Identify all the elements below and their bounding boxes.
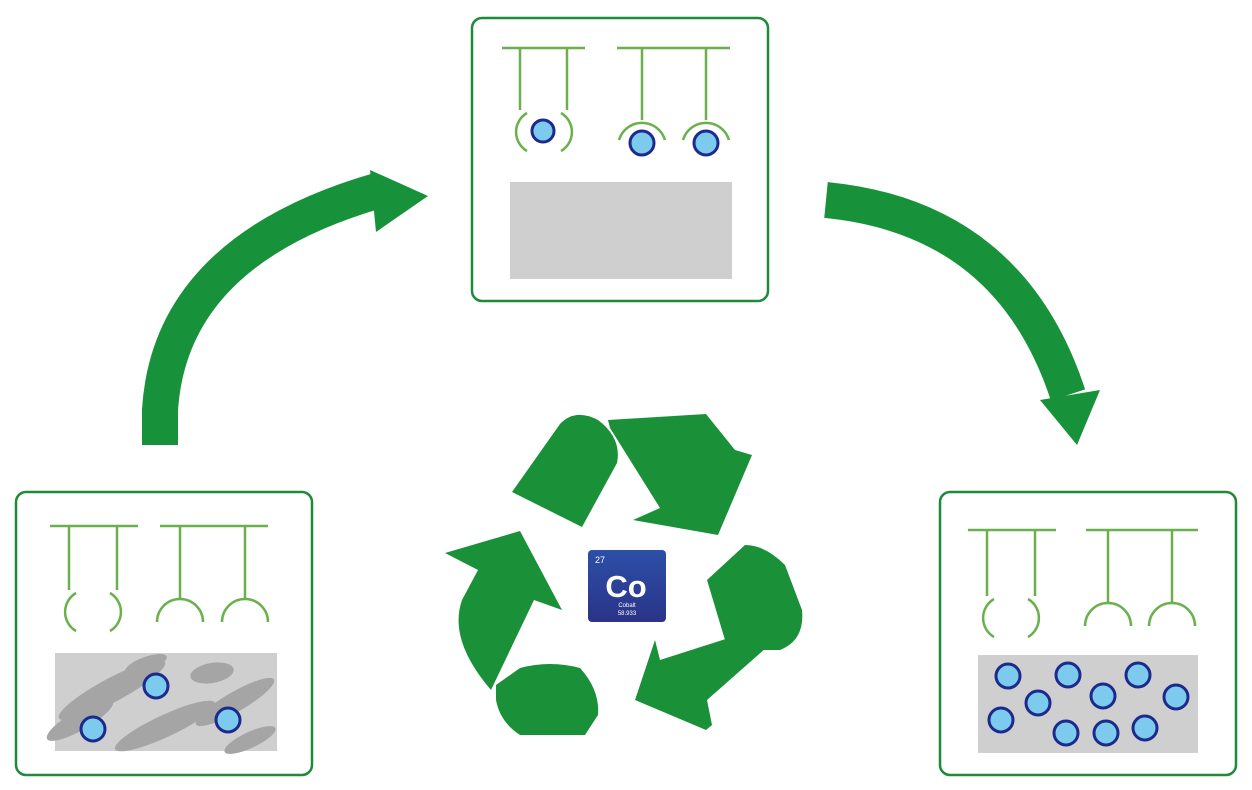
ligand-group xyxy=(502,46,731,153)
cobalt-ion xyxy=(1024,689,1052,717)
cobalt-ion xyxy=(1124,661,1152,689)
ligand-group xyxy=(968,528,1198,639)
cobalt-ions xyxy=(79,672,242,743)
cobalt-ions xyxy=(987,661,1190,747)
cobalt-ion xyxy=(1162,683,1190,711)
cobalt-ion xyxy=(1054,661,1082,689)
cobalt-ions xyxy=(530,118,720,157)
cobalt-ion xyxy=(79,715,107,743)
panel-left xyxy=(14,490,314,777)
cobalt-ion xyxy=(530,118,556,144)
element-name: Cobalt xyxy=(618,603,636,609)
cobalt-ion xyxy=(1052,719,1080,747)
arrow-left-to-top xyxy=(142,172,385,445)
cobalt-ion xyxy=(987,706,1015,734)
element-mass: 58.933 xyxy=(618,611,637,617)
cobalt-ion xyxy=(142,672,170,700)
cobalt-ion xyxy=(214,706,242,734)
cobalt-ion xyxy=(692,129,720,157)
element-tile xyxy=(588,550,666,622)
arrow-left-to-top-head xyxy=(370,170,428,232)
substrate-block xyxy=(510,182,732,279)
arrow-top-to-right xyxy=(824,182,1086,401)
arrow-top-to-right-head xyxy=(1040,390,1100,445)
cobalt-ion xyxy=(628,129,656,157)
element-symbol: Co xyxy=(605,569,646,604)
panel-top xyxy=(470,16,770,303)
ligand-group xyxy=(50,524,270,633)
substrate-impurities xyxy=(46,654,276,754)
cobalt-ion xyxy=(994,662,1022,690)
cycle-arrows xyxy=(142,170,1100,445)
cobalt-element-icon: 27 Co Cobalt 58.933 xyxy=(588,550,666,622)
recycle-icon xyxy=(445,414,803,735)
cobalt-ion xyxy=(1131,714,1159,742)
mixed-substrate xyxy=(46,653,277,754)
panel-right xyxy=(938,490,1238,777)
cobalt-ion xyxy=(1089,682,1117,710)
cobalt-ion xyxy=(1092,719,1120,747)
element-atomic-number: 27 xyxy=(595,555,605,565)
